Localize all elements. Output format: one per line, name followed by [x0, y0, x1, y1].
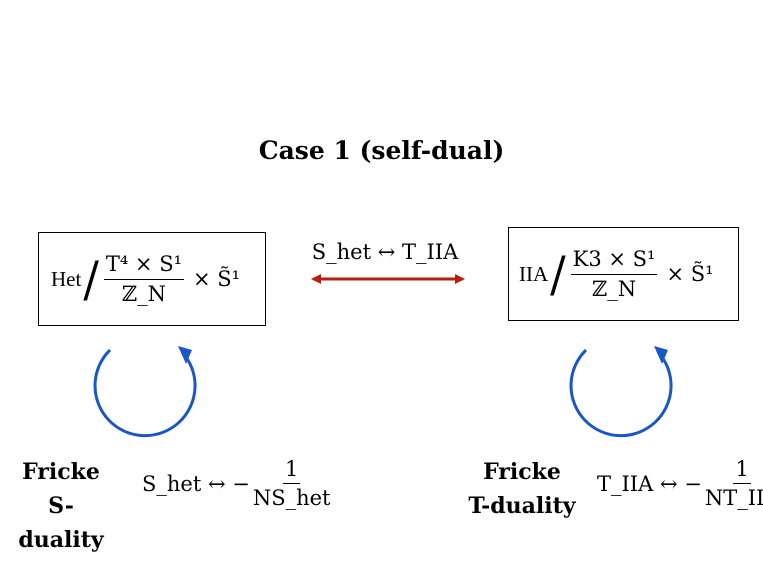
diagram-title: Case 1 (self-dual) [258, 136, 505, 165]
s-duality-fraction: 1 NS_het [253, 458, 331, 509]
t-duality-relation-lhs: T_IIA ↔ − [597, 471, 702, 496]
fricke-t-duality-name: Fricke T-duality [462, 455, 582, 523]
s-duality-denominator: NS_het [252, 486, 331, 511]
string-duality-label: S_het ↔ T_IIA [311, 240, 459, 264]
t-duality-denominator: NT_IIA [704, 486, 763, 511]
iia-compactification-box: IIA / K3 × S¹ ℤ_N × S̃¹ [508, 227, 739, 321]
right-arrow-head [654, 346, 668, 364]
left-arrow-head [178, 346, 192, 364]
s-duality-numerator: 1 [282, 458, 301, 485]
quotient-slash: / [83, 250, 99, 308]
iia-circle-factor: × S̃¹ [666, 262, 714, 286]
t-duality-relation: T_IIA ↔ − 1 NT_IIA [597, 458, 763, 509]
t-duality-label: T-duality [468, 493, 576, 520]
quotient-slash: / [550, 245, 566, 303]
heterotic-compactification-box: Het / T⁴ × S¹ ℤ_N × S̃¹ [38, 232, 266, 326]
iia-label: IIA [519, 261, 549, 286]
s-duality-relation: S_het ↔ − 1 NS_het [142, 458, 333, 509]
iia-formula: IIA / K3 × S¹ ℤ_N × S̃¹ [519, 248, 714, 299]
left-self-duality-arrow [93, 348, 197, 438]
t-duality-numerator: 1 [733, 458, 751, 485]
t-duality-fraction: 1 NT_IIA [705, 458, 763, 509]
right-self-duality-arrow [569, 348, 673, 438]
s-duality-label: S-duality [18, 493, 104, 554]
iia-fraction: K3 × S¹ ℤ_N [570, 248, 658, 301]
heterotic-denominator: ℤ_N [121, 281, 167, 306]
s-duality-relation-lhs: S_het ↔ − [142, 471, 250, 496]
iia-denominator: ℤ_N [591, 276, 637, 301]
fricke-label: Fricke [483, 459, 561, 485]
heterotic-fraction: T⁴ × S¹ ℤ_N [103, 253, 185, 306]
heterotic-label: Het [51, 266, 82, 291]
fricke-label: Fricke [22, 459, 100, 485]
heterotic-formula: Het / T⁴ × S¹ ℤ_N × S̃¹ [51, 253, 240, 304]
iia-numerator: K3 × S¹ [570, 248, 658, 275]
fricke-s-duality-name: Fricke S-duality [6, 455, 116, 557]
heterotic-circle-factor: × S̃¹ [193, 267, 241, 291]
heterotic-numerator: T⁴ × S¹ [103, 253, 185, 280]
